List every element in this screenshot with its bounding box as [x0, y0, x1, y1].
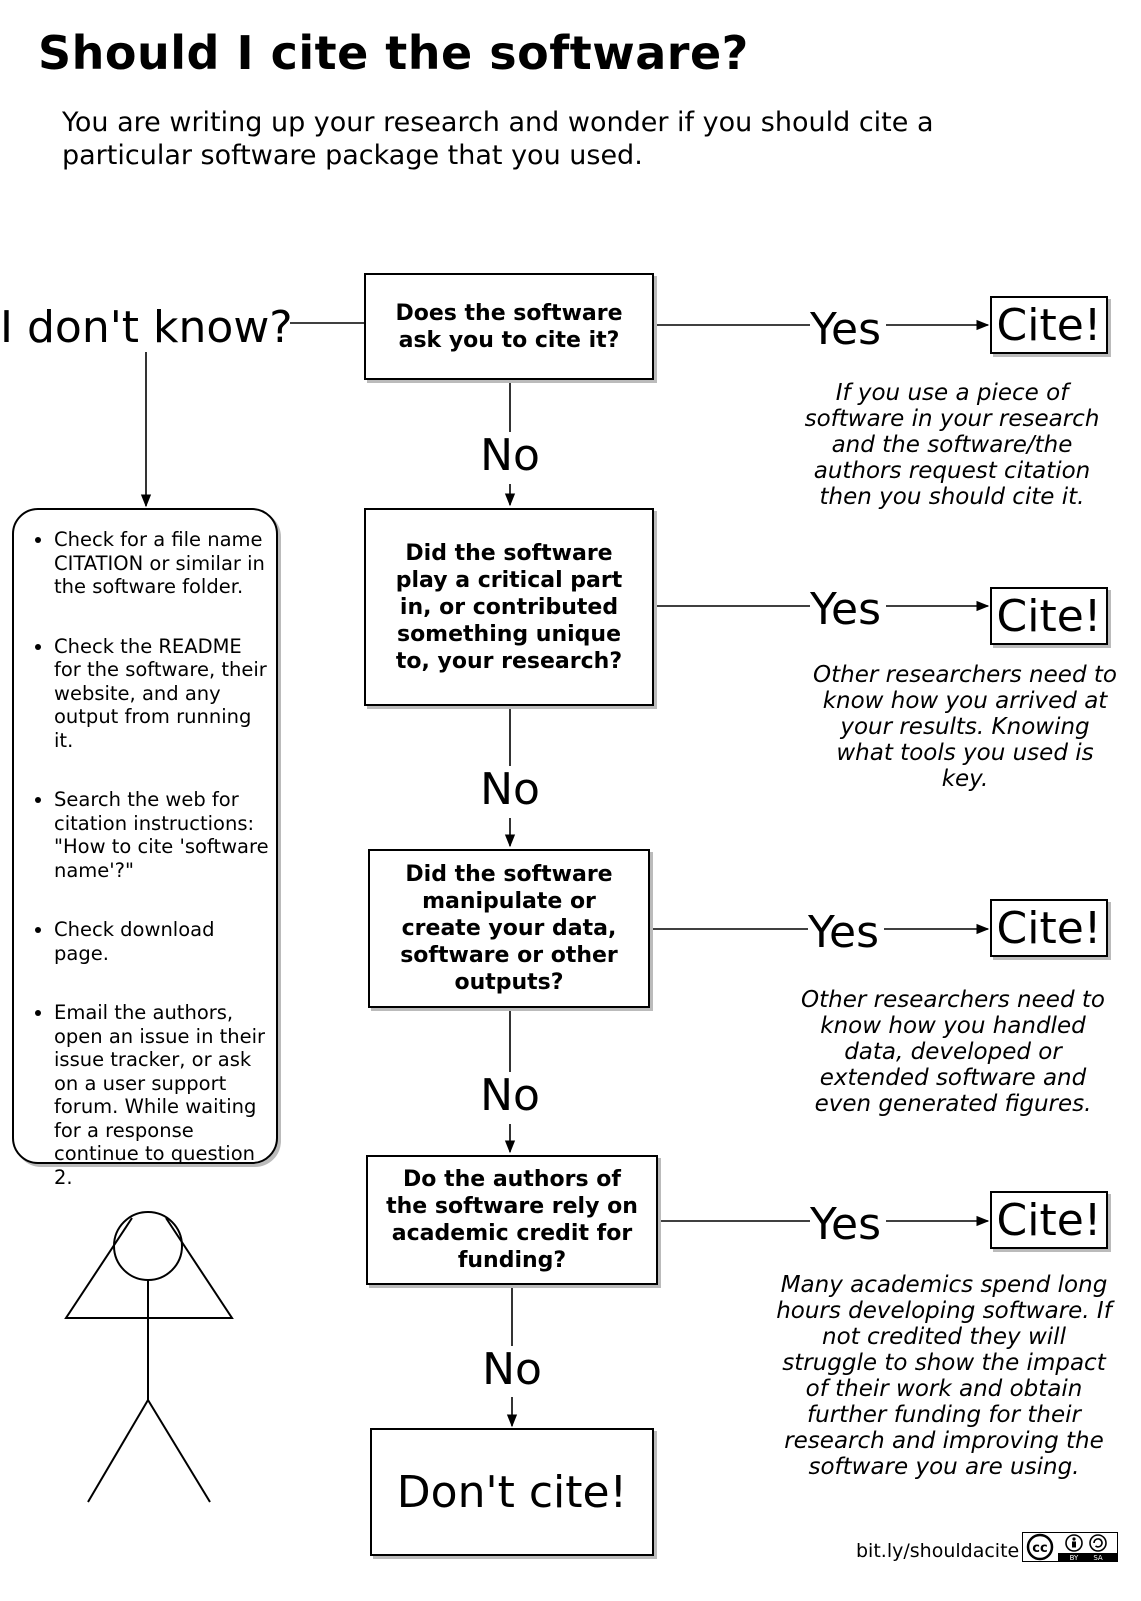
question-3-box: Did the software manipulate or create yo… [368, 849, 650, 1008]
stick-figure [64, 1211, 234, 1503]
reason-1: If you use a piece of software in your r… [804, 380, 1100, 510]
reason-3: Other researchers need to know how you h… [801, 987, 1105, 1117]
cc-icon [1026, 1533, 1054, 1561]
yes-label-3: Yes [808, 907, 880, 958]
svg-text:cc: cc [1032, 1541, 1047, 1556]
stick-figure-head [113, 1211, 183, 1281]
cite-box-3: Cite! [990, 899, 1108, 957]
reason-2: Other researchers need to know how you a… [813, 662, 1117, 792]
question-2-box: Did the software play a critical part in… [364, 508, 654, 706]
cite-box-2: Cite! [990, 587, 1108, 645]
tip-item: Check for a file name CITATION or simila… [54, 528, 270, 599]
cite-box-4: Cite! [990, 1191, 1108, 1249]
no-label-2: No [480, 764, 540, 815]
dont-know-label: I don't know? [0, 302, 293, 353]
no-label-3: No [480, 1070, 540, 1121]
reason-4: Many academics spend long hours developi… [776, 1272, 1112, 1480]
tip-item: Search the web for citation instructions… [54, 788, 270, 882]
dont-cite-box: Don't cite! [370, 1428, 654, 1556]
sa-icon [1089, 1534, 1107, 1552]
tip-item: Email the authors, open an issue in thei… [54, 1001, 270, 1189]
cite-box-1: Cite! [990, 296, 1108, 354]
yes-label-4: Yes [810, 1199, 882, 1250]
yes-label-2: Yes [810, 584, 882, 635]
no-label-4: No [482, 1344, 542, 1395]
tip-item: Check download page. [54, 918, 270, 965]
svg-text:SA: SA [1093, 1554, 1103, 1562]
question-4-box: Do the authors of the software rely on a… [366, 1155, 658, 1285]
svg-text:BY: BY [1070, 1554, 1079, 1562]
citation-tips-box: Check for a file name CITATION or simila… [12, 508, 278, 1189]
yes-label-1: Yes [810, 304, 882, 355]
page-title: Should I cite the software? [38, 26, 749, 80]
intro-text: You are writing up your research and won… [62, 107, 934, 171]
no-label-1: No [480, 430, 540, 481]
question-1-box: Does the software ask you to cite it? [364, 273, 654, 380]
tip-item: Check the README for the software, their… [54, 635, 270, 753]
short-url: bit.ly/shouldacite [856, 1540, 1020, 1562]
cc-license-badge: cc BY SA [1022, 1532, 1118, 1562]
